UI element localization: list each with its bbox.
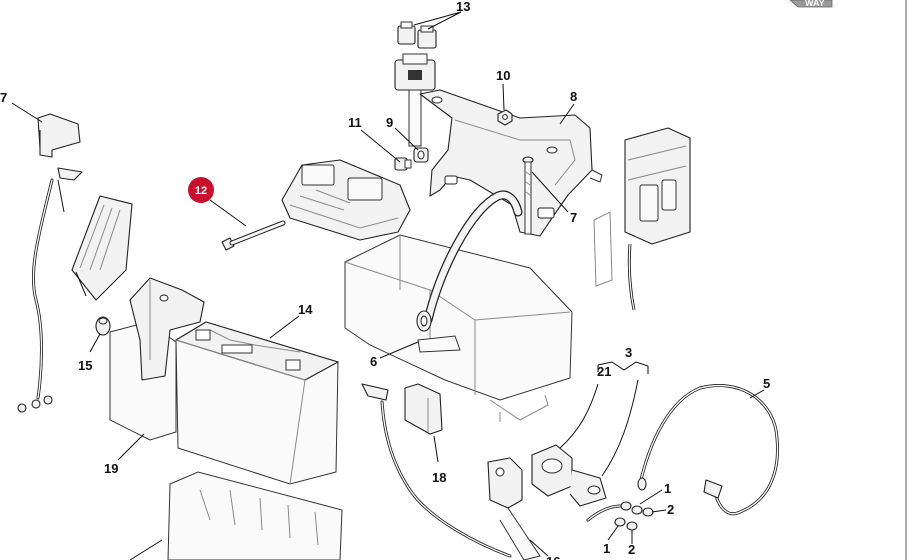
callout-9: 9 [386, 115, 393, 130]
leader-2 [651, 509, 667, 513]
leader-8 [559, 103, 575, 125]
callout-labels: 13 10 8 7 11 9 7 14 15 6 3 21 5 19 18 1 … [0, 0, 770, 560]
logo-text: WAY [805, 0, 825, 8]
callout-1b: 1 [603, 541, 610, 556]
part-12-bolt [221, 220, 286, 251]
part-7-bolt-vertical [522, 156, 534, 235]
part-9-spacer [413, 147, 429, 163]
callout-16: 16 [546, 554, 560, 560]
callout-8: 8 [570, 89, 577, 104]
callout-10: 10 [496, 68, 510, 83]
ecu-connector [593, 127, 691, 311]
part-18-cap [404, 383, 443, 435]
highlight-badge[interactable]: 12 [188, 177, 214, 203]
callout-6: 6 [370, 354, 377, 369]
leader-7b [531, 171, 569, 213]
callout-2b: 2 [628, 542, 635, 557]
leader-1b [607, 525, 619, 541]
callout-5: 5 [763, 376, 770, 391]
part-16-bracket [487, 457, 541, 560]
group-3-bracket [597, 361, 649, 371]
lower-wire [361, 383, 512, 558]
leader-5 [749, 389, 765, 399]
clip-right [417, 29, 437, 49]
lower-battery-tray [129, 471, 343, 560]
callout-18: 18 [432, 470, 446, 485]
logo-shape-icon [789, 0, 833, 8]
fuse-box [281, 159, 411, 241]
callout-7: 7 [0, 90, 7, 105]
callout-19: 19 [104, 461, 118, 476]
callout-11: 11 [348, 115, 362, 130]
leader-7 [11, 102, 43, 123]
callout-1: 1 [664, 481, 671, 496]
leader-18 [433, 435, 439, 463]
left-fuse-holder [71, 195, 133, 301]
left-ground-wire [17, 167, 83, 413]
leader-9 [394, 127, 419, 151]
leader-21 [559, 383, 599, 449]
part-19-holder [109, 277, 205, 441]
callout-21: 21 [597, 364, 611, 379]
part-8-bracket [419, 89, 603, 237]
callout-7b: 7 [570, 210, 577, 225]
brand-logo: WAY [789, 0, 833, 8]
leader-13 [413, 11, 462, 30]
parts-1-2-washers [586, 501, 654, 531]
part-10-nut [497, 109, 513, 126]
callout-13: 13 [456, 0, 470, 14]
callout-2: 2 [667, 502, 674, 517]
part-14-battery [175, 321, 339, 485]
clip-left [397, 25, 416, 45]
leader-10 [502, 83, 505, 111]
leader-19 [117, 433, 145, 461]
part-7-terminal-cap [37, 113, 81, 158]
leader-11 [360, 129, 401, 163]
leader-12 [209, 199, 247, 227]
callout-14: 14 [298, 302, 313, 317]
leader-15 [89, 333, 101, 353]
leader-6 [379, 341, 419, 359]
relay-connector [394, 53, 436, 147]
highlight-badge-icon[interactable] [188, 177, 214, 203]
part-15-grommet [95, 316, 111, 336]
leader-1 [639, 489, 663, 505]
part-13-clips [397, 21, 437, 49]
part-21-solenoid [531, 444, 607, 507]
part-5-cable [637, 384, 779, 516]
part-6-strap [416, 190, 523, 353]
callout-3: 3 [625, 345, 632, 360]
leader-16 [529, 539, 549, 557]
leader-3b [601, 379, 639, 477]
battery-tray [344, 234, 573, 422]
highlight-badge-label: 12 [195, 185, 207, 197]
callout-15: 15 [78, 358, 92, 373]
leader-14 [269, 315, 300, 339]
